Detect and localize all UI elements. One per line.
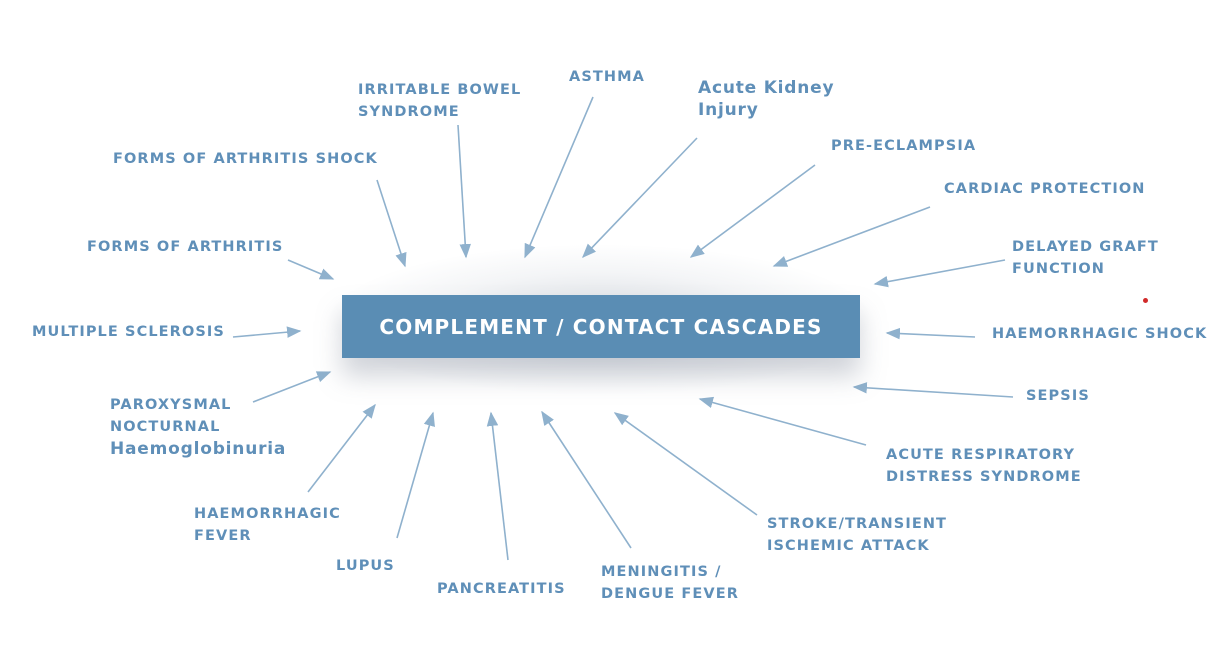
- label-delayed-graft-function: DELAYED GRAFT FUNCTION: [1012, 239, 1159, 277]
- arrow-paroxysmal-nocturnal-haemoglobinuria: [252, 371, 332, 403]
- label-stroke-transient-ischemic-attack: STROKE/TRANSIENT ISCHEMIC ATTACK: [767, 516, 948, 554]
- label-acute-respiratory-distress-syndrome: ACUTE RESPIRATORY DISTRESS SYNDROME: [886, 447, 1082, 485]
- arrow-lupus: [396, 411, 435, 539]
- arrow-forms-of-arthritis-shock: [376, 179, 407, 268]
- label-paroxysmal-nocturnal-haemoglobinuria: PAROXYSMAL NOCTURNAL Haemoglobinuria: [110, 397, 287, 459]
- arrow-irritable-bowel-syndrome: [457, 124, 471, 259]
- label-sepsis: SEPSIS: [1026, 388, 1090, 404]
- arrow-asthma: [524, 96, 594, 259]
- arrow-pancreatitis: [486, 411, 509, 561]
- arrow-sepsis: [852, 382, 1014, 398]
- label-asthma: ASTHMA: [569, 69, 645, 85]
- label-multiple-sclerosis: MULTIPLE SCLEROSIS: [32, 324, 225, 340]
- label-cardiac-protection: CARDIAC PROTECTION: [944, 181, 1146, 197]
- red-marker-dot: [1143, 298, 1148, 303]
- arrow-stroke-transient-ischemic-attack: [613, 412, 758, 516]
- label-pancreatitis: PANCREATITIS: [437, 581, 566, 597]
- label-acute-kidney-injury: Acute Kidney Injury: [698, 78, 835, 120]
- label-forms-of-arthritis: FORMS OF ARTHRITIS: [87, 239, 284, 255]
- center-node: COMPLEMENT / CONTACT CASCADES: [342, 295, 860, 358]
- arrow-acute-kidney-injury: [582, 137, 698, 259]
- arrow-forms-of-arthritis: [287, 259, 335, 280]
- arrow-acute-respiratory-distress-syndrome: [698, 396, 867, 446]
- label-lupus: LUPUS: [336, 558, 395, 574]
- label-pre-eclampsia: PRE-ECLAMPSIA: [831, 138, 977, 154]
- arrow-delayed-graft-function: [873, 259, 1006, 288]
- label-irritable-bowel-syndrome: IRRITABLE BOWEL SYNDROME: [358, 82, 522, 120]
- arrow-haemorrhagic-shock: [885, 327, 976, 340]
- label-haemorrhagic-shock: HAEMORRHAGIC SHOCK: [992, 326, 1208, 342]
- arrow-haemorrhagic-fever: [307, 403, 376, 493]
- label-meningitis-dengue-fever: MENINGITIS / DENGUE FEVER: [601, 564, 740, 602]
- label-forms-of-arthritis-shock: FORMS OF ARTHRITIS SHOCK: [113, 151, 378, 167]
- arrow-meningitis-dengue-fever: [541, 410, 632, 549]
- arrow-pre-eclampsia: [689, 164, 816, 258]
- center-node-label: COMPLEMENT / CONTACT CASCADES: [379, 314, 823, 339]
- arrow-multiple-sclerosis: [232, 326, 302, 338]
- label-haemorrhagic-fever: HAEMORRHAGIC FEVER: [194, 506, 341, 544]
- arrow-cardiac-protection: [772, 206, 931, 267]
